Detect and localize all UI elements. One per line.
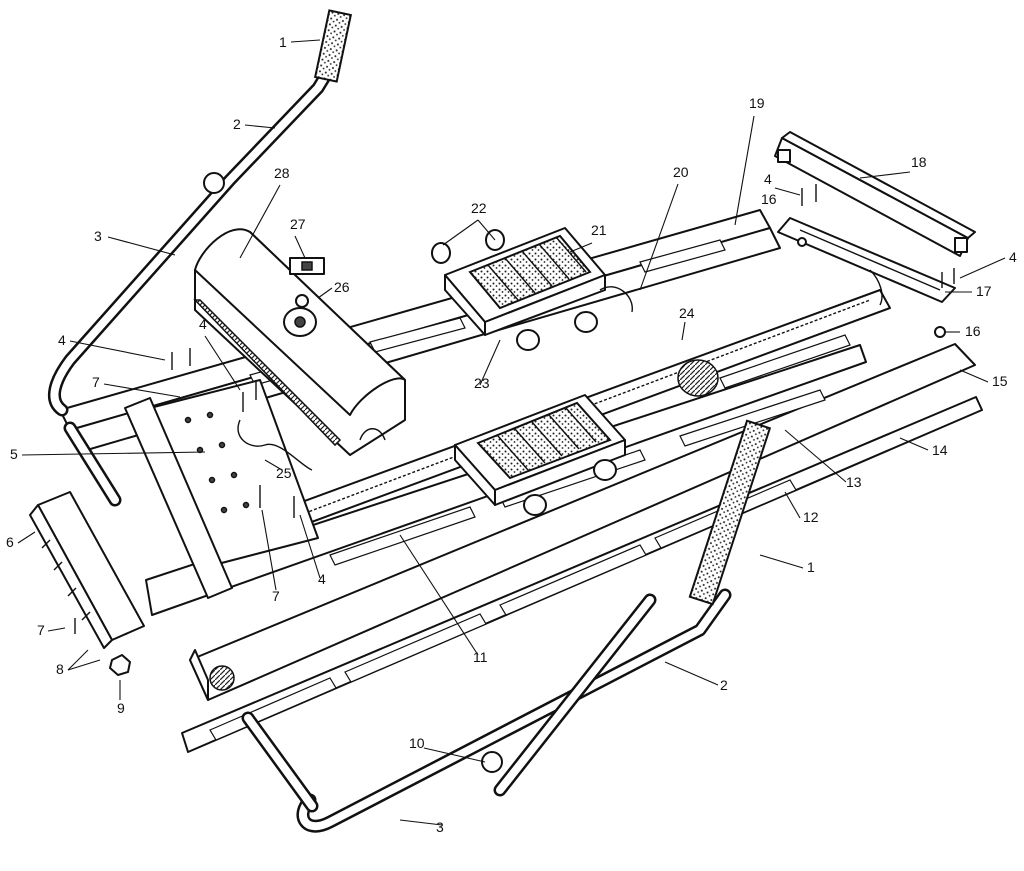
end-cap-18 [774, 131, 976, 257]
callout-14: 14 [932, 442, 948, 458]
handle-tube-right [241, 419, 772, 833]
mounting-plate-5 [124, 379, 319, 599]
callout-labels: 1232827262221201918416417161514131212310… [6, 34, 1017, 835]
callout-2: 2 [720, 677, 728, 693]
callout-5: 5 [10, 446, 18, 462]
callout-24: 24 [679, 305, 695, 321]
callout-2: 2 [233, 116, 241, 132]
callout-25: 25 [276, 465, 292, 481]
callout-10: 10 [409, 735, 425, 751]
callout-12: 12 [803, 509, 819, 525]
callout-7: 7 [272, 588, 280, 604]
callout-17: 17 [976, 283, 992, 299]
callout-7: 7 [92, 374, 100, 390]
grip-1-right [688, 419, 772, 606]
callout-16: 16 [761, 191, 777, 207]
roller-24 [677, 359, 719, 397]
callout-13: 13 [846, 474, 862, 490]
callout-6: 6 [6, 534, 14, 550]
callout-28: 28 [274, 165, 290, 181]
bolts [74, 184, 955, 634]
callout-4: 4 [199, 316, 207, 332]
leader-lines [17, 39, 1006, 826]
callout-19: 19 [749, 95, 765, 111]
callout-1: 1 [807, 559, 815, 575]
callout-20: 20 [673, 164, 689, 180]
callout-7: 7 [37, 622, 45, 638]
callout-9: 9 [117, 700, 125, 716]
callout-21: 21 [591, 222, 607, 238]
grip-1-left [313, 9, 353, 83]
callout-22: 22 [471, 200, 487, 216]
callout-27: 27 [290, 216, 306, 232]
callout-15: 15 [992, 373, 1008, 389]
callout-4: 4 [58, 332, 66, 348]
side-beam-15 [189, 343, 976, 701]
eye-bolt-10 [481, 751, 503, 773]
bracket-6 [29, 491, 145, 649]
callout-8: 8 [56, 661, 64, 677]
callout-3: 3 [94, 228, 102, 244]
callout-3: 3 [436, 819, 444, 835]
callout-4: 4 [318, 571, 326, 587]
handle-tube-left [47, 9, 353, 507]
front-rail-14 [181, 396, 983, 753]
callout-4: 4 [1009, 249, 1017, 265]
eye-bolt [203, 172, 225, 194]
callout-4: 4 [764, 171, 772, 187]
callout-23: 23 [474, 375, 490, 391]
cross-bar-17 [777, 217, 956, 306]
foot-pedal-21-lower [454, 394, 626, 516]
callout-26: 26 [334, 279, 350, 295]
beam-end-cap [209, 665, 235, 691]
callout-16: 16 [965, 323, 981, 339]
seat-28 [193, 228, 406, 456]
callout-18: 18 [911, 154, 927, 170]
callout-11: 11 [473, 649, 488, 665]
foot-pedal-21-upper [431, 227, 633, 351]
clamp-27 [289, 257, 325, 275]
callout-1: 1 [279, 34, 287, 50]
